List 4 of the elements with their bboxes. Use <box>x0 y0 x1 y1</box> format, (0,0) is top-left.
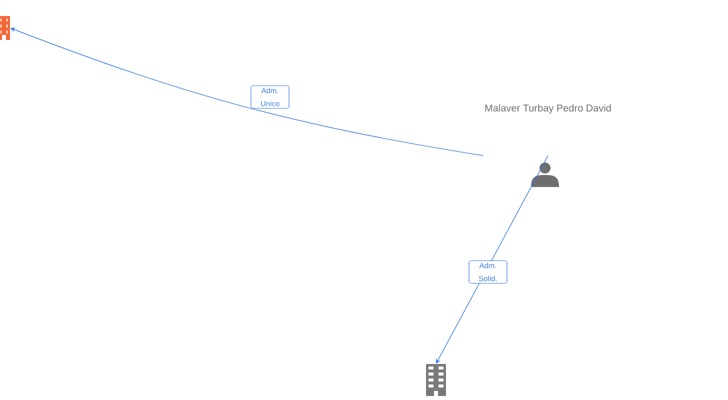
person-node: Malaver Turbay Pedro David <box>485 104 611 187</box>
building-icon <box>0 16 10 40</box>
node-label: Malaver Turbay Pedro David <box>485 104 611 114</box>
building-icon <box>426 364 446 396</box>
